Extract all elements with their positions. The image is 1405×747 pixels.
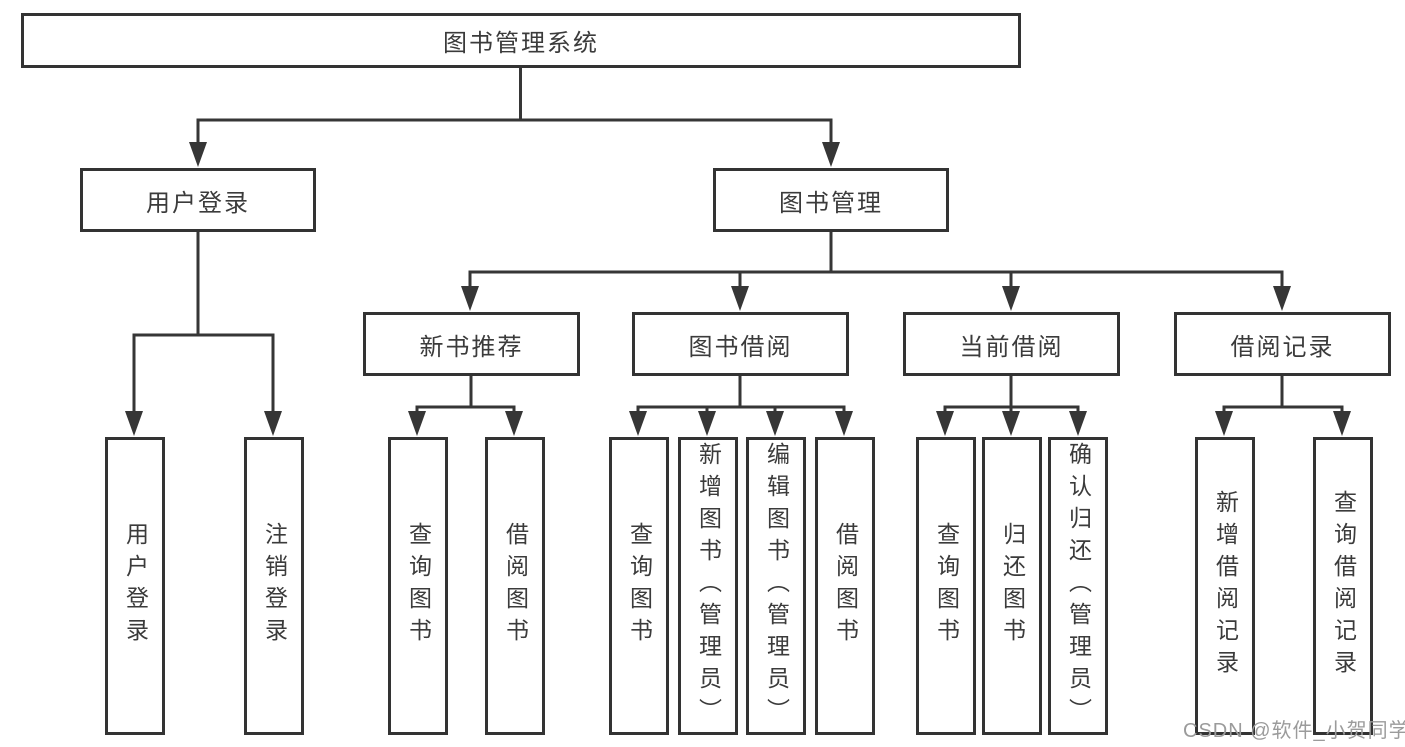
- arrow-down-icon: [1002, 411, 1020, 436]
- node-label: 图书管理: [779, 189, 883, 217]
- node-label: 查询图书: [933, 522, 960, 650]
- arrow-down-icon: [1069, 411, 1087, 436]
- node-book-management: 图书管理: [713, 168, 949, 232]
- leaf-add-borrow-record: 新增借阅记录: [1195, 437, 1255, 735]
- leaf-confirm-return-admin: 确认归还（管理员）: [1048, 437, 1108, 735]
- node-label: 查询图书: [626, 522, 653, 650]
- node-label: 新书推荐: [419, 333, 524, 361]
- watermark: CSDN @软件_小贺同学: [1183, 720, 1405, 742]
- node-new-book-recommend: 新书推荐: [363, 312, 580, 376]
- node-label: 编辑图书（管理员）: [763, 442, 790, 730]
- node-label: 图书管理系统: [443, 30, 599, 57]
- arrow-down-icon: [1215, 411, 1233, 436]
- node-label: 确认归还（管理员）: [1065, 442, 1092, 730]
- arrow-down-icon: [629, 411, 647, 436]
- arrow-down-icon: [766, 411, 784, 436]
- arrow-down-icon: [936, 411, 954, 436]
- arrow-down-icon: [505, 411, 523, 436]
- node-label: 用户登录: [146, 189, 250, 217]
- node-user-login: 用户登录: [80, 168, 316, 232]
- arrow-down-icon: [125, 411, 143, 436]
- arrow-down-icon: [1333, 411, 1351, 436]
- leaf-user-login: 用户登录: [105, 437, 165, 735]
- arrow-down-icon: [1273, 286, 1291, 311]
- node-label: 新增借阅记录: [1212, 490, 1239, 682]
- node-label: 当前借阅: [959, 333, 1064, 361]
- leaf-return-books: 归还图书: [982, 437, 1042, 735]
- leaf-borrow-books: 借阅图书: [815, 437, 875, 735]
- leaf-borrow-books-recommend: 借阅图书: [485, 437, 545, 735]
- leaf-edit-books-admin: 编辑图书（管理员）: [746, 437, 806, 735]
- node-label: 借阅图书: [832, 522, 859, 650]
- node-label: 借阅记录: [1230, 333, 1335, 361]
- arrow-down-icon: [822, 142, 840, 167]
- arrow-down-icon: [835, 411, 853, 436]
- leaf-query-borrow-record: 查询借阅记录: [1313, 437, 1373, 735]
- leaf-query-books-current: 查询图书: [916, 437, 976, 735]
- arrow-down-icon: [264, 411, 282, 436]
- leaf-query-books-borrow: 查询图书: [609, 437, 669, 735]
- leaf-add-books-admin: 新增图书（管理员）: [678, 437, 738, 735]
- leaf-logout: 注销登录: [244, 437, 304, 735]
- node-label: 借阅图书: [502, 522, 529, 650]
- leaf-query-books-recommend: 查询图书: [388, 437, 448, 735]
- arrow-down-icon: [408, 411, 426, 436]
- arrow-down-icon: [1002, 286, 1020, 311]
- arrow-down-icon: [189, 142, 207, 167]
- node-label: 查询借阅记录: [1330, 490, 1357, 682]
- node-label: 归还图书: [999, 522, 1026, 650]
- node-label: 查询图书: [405, 522, 432, 650]
- node-label: 图书借阅: [688, 333, 793, 361]
- node-borrowing-records: 借阅记录: [1174, 312, 1391, 376]
- node-label: 注销登录: [261, 522, 288, 650]
- arrow-down-icon: [461, 286, 479, 311]
- node-current-borrowing: 当前借阅: [903, 312, 1120, 376]
- node-label: 用户登录: [122, 522, 149, 650]
- arrow-down-icon: [698, 411, 716, 436]
- node-label: 新增图书（管理员）: [695, 442, 722, 730]
- node-root: 图书管理系统: [21, 13, 1021, 68]
- arrow-down-icon: [731, 286, 749, 311]
- node-book-borrowing: 图书借阅: [632, 312, 849, 376]
